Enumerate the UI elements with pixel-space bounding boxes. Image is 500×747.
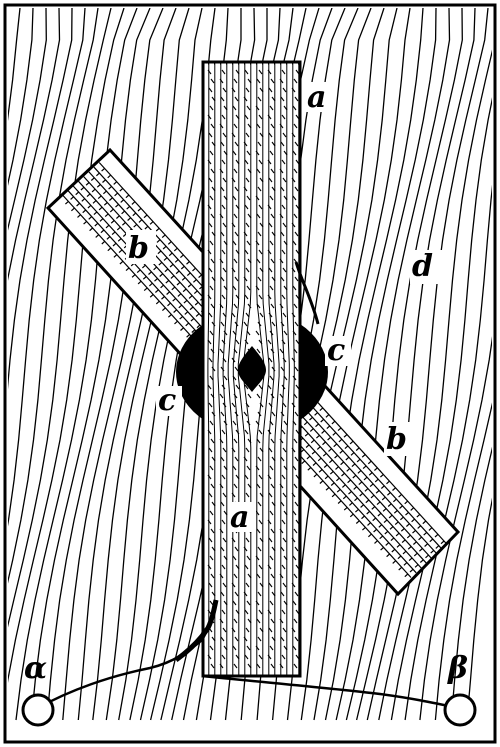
terminal-alpha-circle bbox=[23, 695, 53, 725]
label-c-left: c bbox=[158, 383, 176, 418]
label-c-right: c bbox=[327, 333, 345, 368]
terminal-beta-circle bbox=[445, 695, 475, 725]
label-b-upper: b bbox=[128, 231, 149, 266]
label-a-top: a bbox=[307, 80, 326, 115]
label-terminal-beta: β bbox=[447, 651, 468, 686]
label-a-bottom: a bbox=[230, 500, 249, 535]
label-terminal-alpha: α bbox=[24, 651, 47, 686]
label-d: d bbox=[412, 249, 433, 284]
strip-a bbox=[203, 62, 300, 676]
label-b-lower: b bbox=[386, 422, 407, 457]
